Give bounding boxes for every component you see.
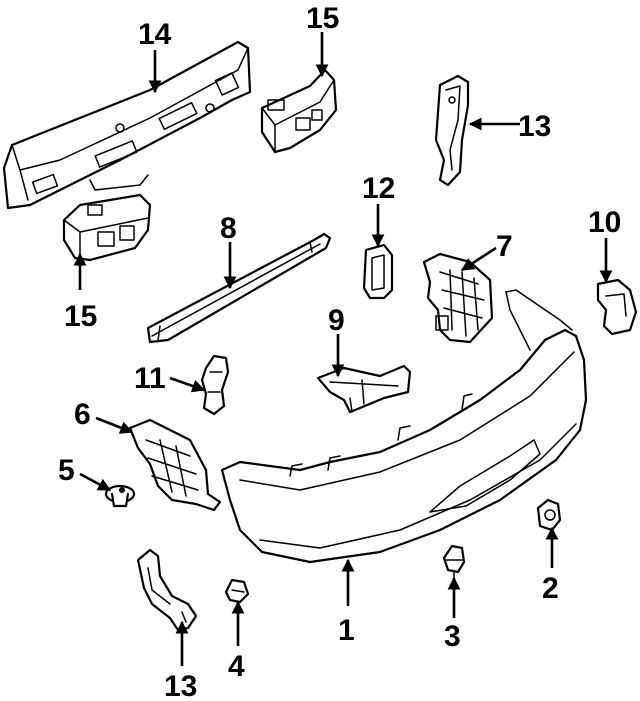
- callout-6: 6: [74, 398, 91, 431]
- part-1-bumper-cover: [220, 289, 588, 564]
- callout-14: 14: [138, 18, 172, 51]
- callout-10: 10: [588, 206, 621, 239]
- part-15-bracket-lower: [62, 193, 152, 262]
- callout-1: 1: [338, 614, 355, 647]
- part-14-reinforcement: [2, 40, 252, 210]
- callout-8: 8: [220, 212, 237, 245]
- part-7-absorber: [422, 252, 494, 344]
- callout-15-upper: 15: [306, 2, 339, 35]
- part-11-clip-bracket: [200, 354, 230, 416]
- callout-15-lower: 15: [64, 300, 97, 333]
- part-15-bracket-upper: [260, 68, 338, 154]
- callout-12: 12: [362, 172, 395, 205]
- callout-4: 4: [228, 650, 245, 683]
- leader-lines: [73, 32, 613, 666]
- part-2-nut-clip: [536, 498, 562, 532]
- callout-7: 7: [496, 230, 513, 263]
- callout-5: 5: [58, 454, 75, 487]
- part-4-nut: [224, 578, 250, 604]
- part-12-seal: [362, 243, 394, 300]
- part-3-retainer: [442, 544, 466, 579]
- part-10-bracket: [596, 278, 638, 336]
- callout-3: 3: [444, 620, 461, 653]
- callout-labels: 14 15 15 13 12 7 10 8 9 11 6 5 1 2 3 4 1…: [58, 2, 621, 701]
- part-13-side-bracket-lower: [136, 548, 198, 632]
- part-13-side-bracket-upper: [434, 74, 470, 187]
- part-5-clip: [104, 484, 136, 508]
- callout-2: 2: [542, 572, 559, 605]
- callout-11: 11: [134, 362, 166, 395]
- callout-13-upper: 13: [518, 110, 551, 143]
- part-8-strip: [146, 232, 332, 344]
- part-9-center-bracket: [316, 364, 412, 414]
- callout-9: 9: [328, 304, 345, 337]
- callout-13-lower: 13: [164, 670, 197, 701]
- part-6-side-absorber: [128, 418, 222, 512]
